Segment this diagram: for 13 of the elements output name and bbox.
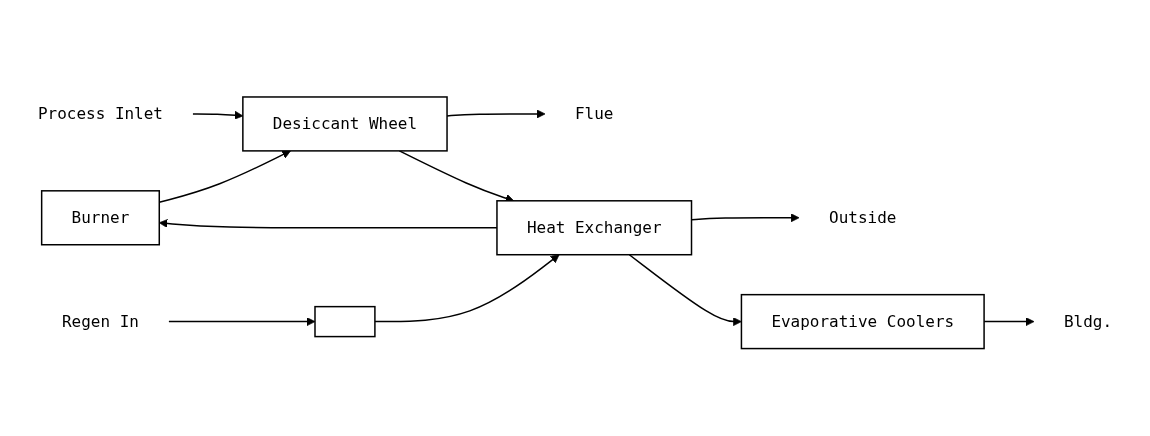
arrow: [374, 254, 560, 323]
node-box: [314, 306, 376, 338]
node-box: Desiccant Wheel: [242, 96, 448, 152]
node-text: Outside: [829, 208, 897, 227]
node-box: Burner: [40, 190, 160, 246]
arrow: [628, 254, 742, 327]
node-text: Process Inlet: [37, 104, 163, 124]
node-text: Bldg.: [1063, 311, 1113, 331]
node-box: Evaporative Coolers: [740, 294, 985, 350]
node-box: Heat Exchanger: [496, 200, 693, 256]
node-text: Flue: [575, 104, 614, 124]
node-text: Regen In: [62, 311, 139, 331]
arrow: [168, 317, 316, 327]
